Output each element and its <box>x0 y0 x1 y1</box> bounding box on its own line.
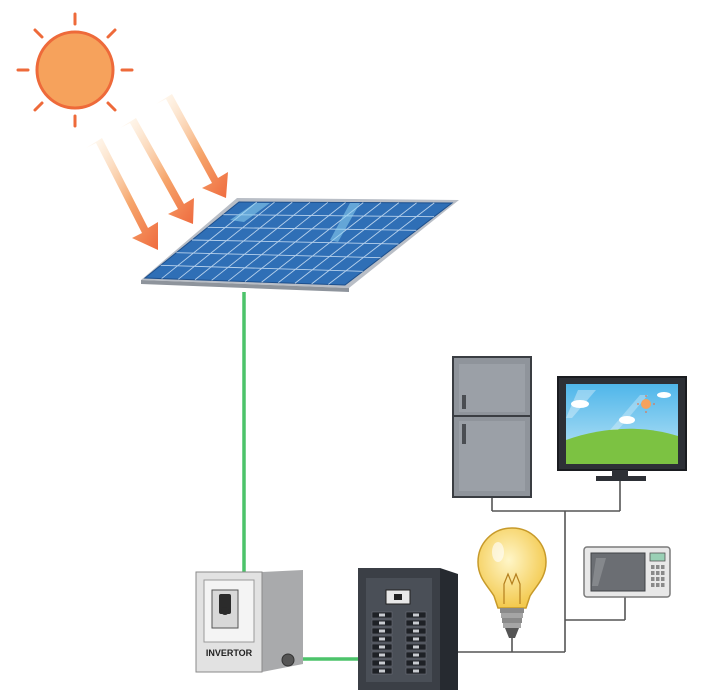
microwave-key <box>661 577 665 581</box>
sun-icon <box>16 12 134 128</box>
microwave-key <box>651 577 655 581</box>
microwave-key <box>656 577 660 581</box>
green-cable <box>242 292 358 661</box>
light-bulb-icon <box>477 527 547 638</box>
refrigerator-icon <box>452 356 532 498</box>
microwave-key <box>651 571 655 575</box>
breaker-switch-lever <box>413 669 419 673</box>
microwave-key <box>651 583 655 587</box>
sunlight-arrow-icon <box>120 118 194 224</box>
inverter-icon: INVERTOR <box>195 570 303 673</box>
sunlight-arrow-icon <box>156 94 228 198</box>
breaker-switch-lever <box>413 637 419 641</box>
microwave-key <box>656 571 660 575</box>
microwave-key <box>656 583 660 587</box>
sunlight-arrows <box>86 94 228 250</box>
microwave-key <box>661 583 665 587</box>
breaker-switch-lever <box>379 637 385 641</box>
microwave-key <box>656 565 660 569</box>
microwave-key <box>661 565 665 569</box>
microwave-key <box>651 565 655 569</box>
breaker-switch-lever <box>379 621 385 625</box>
breaker-switch-lever <box>413 653 419 657</box>
breaker-switch-lever <box>379 653 385 657</box>
microwave-key <box>661 571 665 575</box>
inverter-label: INVERTOR <box>206 648 253 658</box>
breaker-switch-lever <box>413 661 419 665</box>
breaker-switch-lever <box>379 629 385 633</box>
breaker-switch-lever <box>379 669 385 673</box>
appliance-wiring <box>458 480 626 653</box>
breaker-panel-icon <box>358 568 458 690</box>
solar-panel-icon <box>141 198 459 292</box>
breaker-switch-lever <box>379 645 385 649</box>
breaker-switch-lever <box>413 645 419 649</box>
microwave-icon <box>583 546 671 598</box>
breaker-switch-lever <box>413 613 419 617</box>
breaker-switch-lever <box>379 661 385 665</box>
television-icon <box>557 376 687 481</box>
breaker-switch-lever <box>413 629 419 633</box>
sunlight-arrow-icon <box>86 138 158 250</box>
breaker-switch-lever <box>413 621 419 625</box>
breaker-switch-lever <box>379 613 385 617</box>
